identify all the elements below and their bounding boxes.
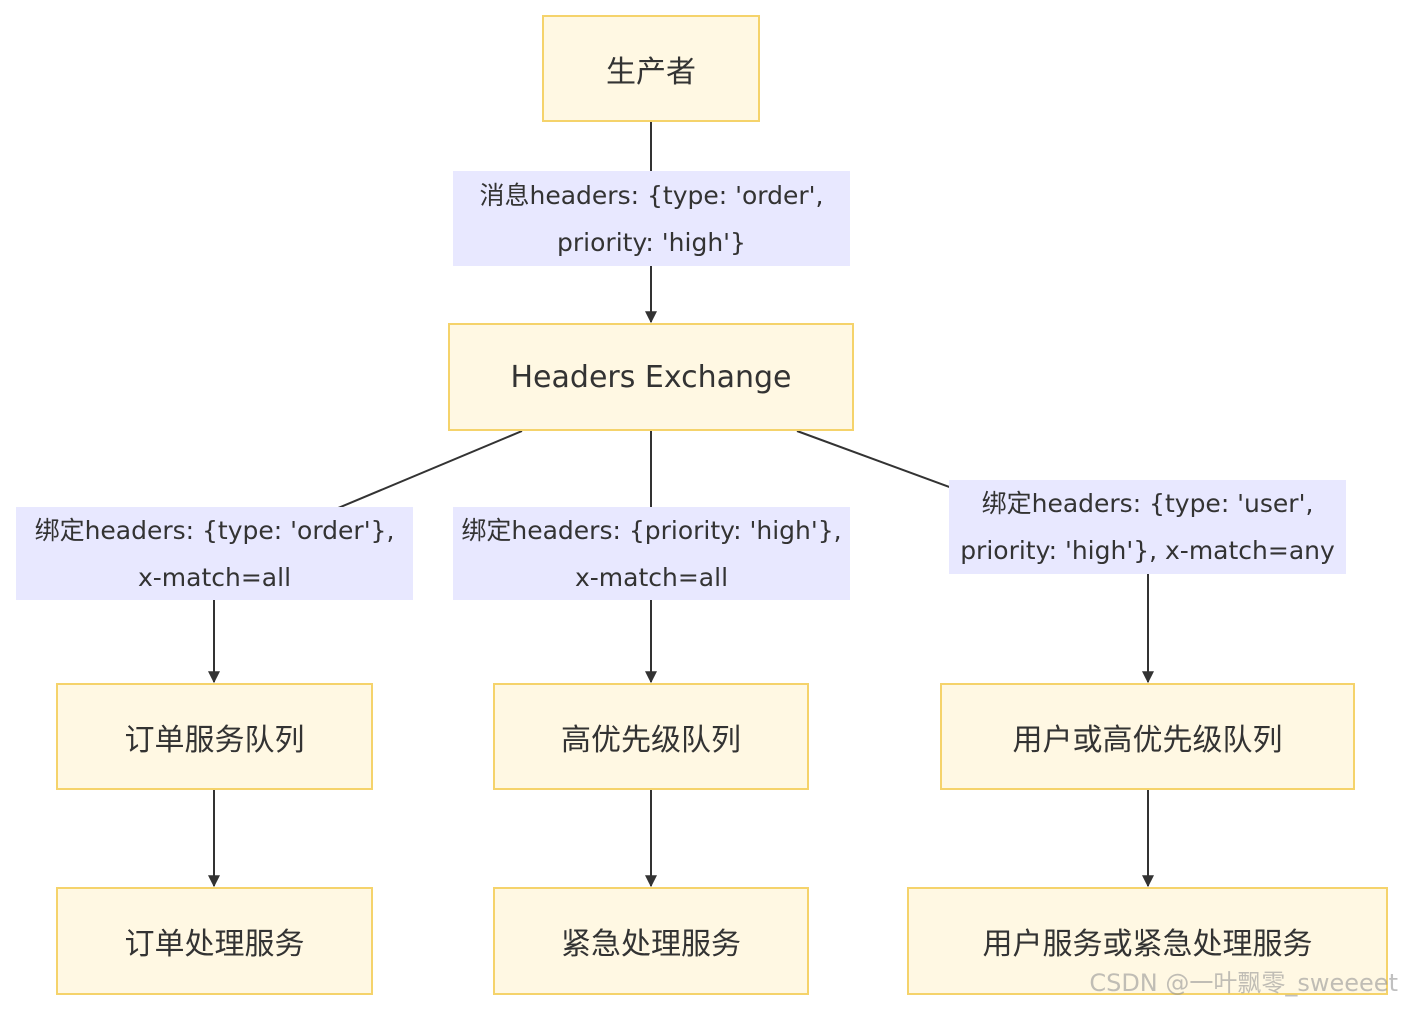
node-user-or-high-priority-queue: 用户或高优先级队列 <box>940 683 1355 790</box>
edge-label-line: 消息headers: {type: 'order', <box>479 180 824 210</box>
edge-label-line: 绑定headers: {priority: 'high'}, <box>461 515 842 545</box>
edge-label-line: x-match=all <box>574 562 729 592</box>
edge-label-line: priority: 'high'}, x-match=any <box>960 536 1335 565</box>
node-high-priority-queue: 高优先级队列 <box>493 683 809 790</box>
edge-label-line: 绑定headers: {type: 'order'}, <box>34 515 395 545</box>
node-order-service-queue: 订单服务队列 <box>56 683 373 790</box>
edge-label-bind-order: 绑定headers: {type: 'order'}, x-match=all <box>16 507 413 600</box>
node-user-or-urgent-processing-service: 用户服务或紧急处理服务 <box>907 887 1388 995</box>
edge-label-bind-user: 绑定headers: {type: 'user', priority: 'hig… <box>949 480 1346 574</box>
watermark: CSDN @一叶飘零_sweeeet <box>1089 969 1398 997</box>
edge-label-message-headers: 消息headers: {type: 'order', priority: 'hi… <box>453 171 850 266</box>
edge-label-bind-high: 绑定headers: {priority: 'high'}, x-match=a… <box>453 507 850 600</box>
node-producer: 生产者 <box>542 15 760 122</box>
node-headers-exchange: Headers Exchange <box>448 323 854 431</box>
node-urgent-processing-service: 紧急处理服务 <box>493 887 809 995</box>
node-order-processing-service: 订单处理服务 <box>56 887 373 995</box>
edge-label-line: 绑定headers: {type: 'user', <box>981 489 1314 518</box>
edge-label-line: x-match=all <box>137 562 292 592</box>
edge-label-line: priority: 'high'} <box>557 227 746 257</box>
